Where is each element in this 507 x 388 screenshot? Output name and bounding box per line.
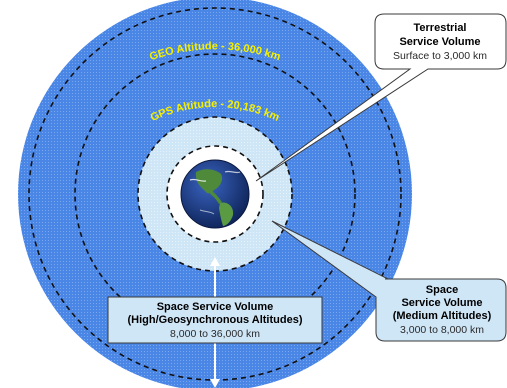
high-altitude-callout: Space Service Volume (High/Geosynchronou… [107,296,323,344]
medium-title-line1: Space [426,284,458,296]
high-range: 8,000 to 36,000 km [170,328,260,340]
high-title-line1: Space Service Volume [157,301,274,313]
medium-altitude-callout: Space Service Volume (Medium Altitudes) … [271,220,507,342]
medium-title-line2: Service Volume [401,297,482,309]
terrestrial-callout: Terrestrial Service Volume Surface to 3,… [255,13,507,182]
high-title-line2: (High/Geosynchronous Altitudes) [128,314,303,326]
earth-globe [180,159,250,229]
medium-range: 3,000 to 8,000 km [400,324,484,336]
terrestrial-range: Surface to 3,000 km [393,50,487,62]
terrestrial-title-line2: Service Volume [399,36,480,48]
terrestrial-title-line1: Terrestrial [414,22,467,34]
medium-title-line3: (Medium Altitudes) [393,310,492,322]
